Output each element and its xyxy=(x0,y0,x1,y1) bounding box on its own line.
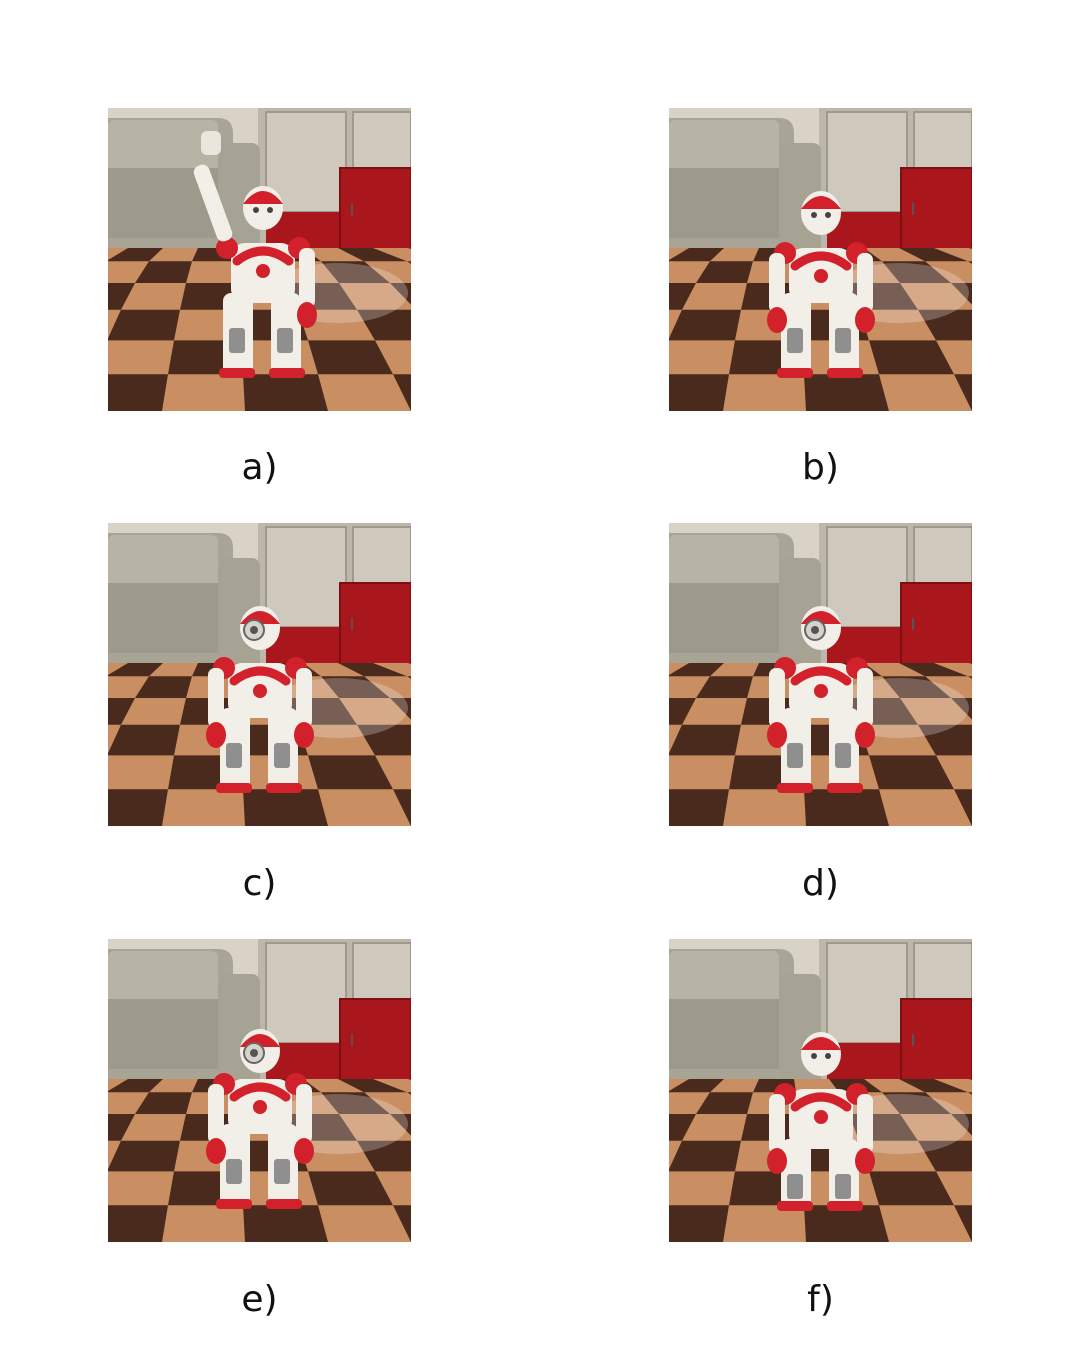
panel-e-caption: e) xyxy=(241,1279,278,1320)
robot-figure xyxy=(767,191,875,378)
panel-c-image xyxy=(108,523,411,826)
panel-a-image xyxy=(108,108,411,411)
panel-f-image xyxy=(669,939,972,1242)
robot-figure xyxy=(193,131,317,378)
robot-figure xyxy=(767,1032,875,1211)
scene-illustration xyxy=(108,523,411,826)
scene-illustration xyxy=(108,939,411,1242)
scene-illustration xyxy=(108,108,411,411)
panel-b-image xyxy=(669,108,972,411)
robot-figure xyxy=(206,1029,314,1209)
panel-d-image xyxy=(669,523,972,826)
panel-c-caption: c) xyxy=(242,863,277,904)
panel-a-caption: a) xyxy=(241,447,278,488)
panel-b-caption: b) xyxy=(802,447,839,488)
robot-figure xyxy=(767,606,875,793)
scene-illustration xyxy=(669,523,972,826)
panel-f-caption: f) xyxy=(807,1279,834,1320)
panel-d-caption: d) xyxy=(802,863,839,904)
scene-illustration xyxy=(669,108,972,411)
scene-illustration xyxy=(669,939,972,1242)
robot-figure xyxy=(206,606,314,793)
panel-e-image xyxy=(108,939,411,1242)
